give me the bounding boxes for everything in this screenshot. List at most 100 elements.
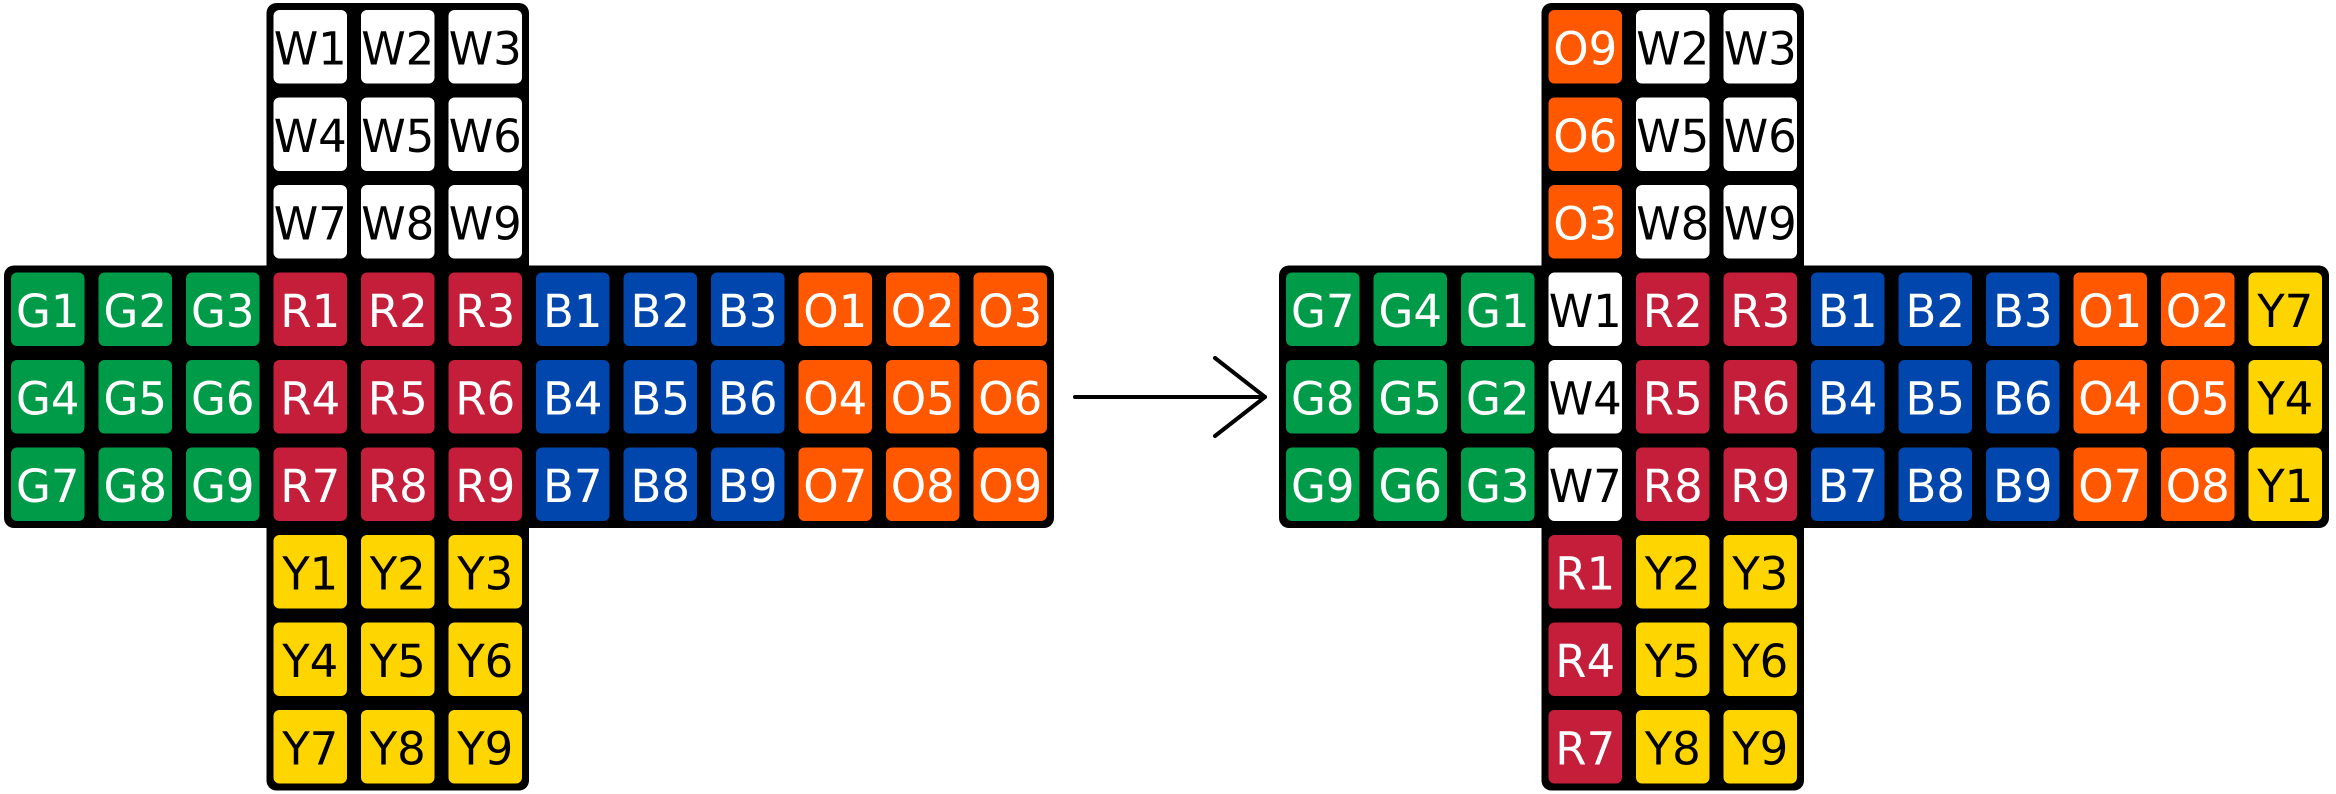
sticker <box>361 272 435 346</box>
sticker-label: W8 <box>361 197 434 250</box>
sticker-label: G8 <box>1291 372 1355 425</box>
sticker <box>1548 710 1622 784</box>
sticker-label: O2 <box>891 285 955 338</box>
sticker-label: O9 <box>978 460 1042 513</box>
sticker <box>1636 622 1710 696</box>
sticker-label: B5 <box>1905 372 1965 425</box>
sticker <box>536 447 610 521</box>
sticker-label: G6 <box>1378 460 1442 513</box>
sticker-label: W2 <box>361 22 434 75</box>
sticker <box>186 360 260 434</box>
sticker <box>798 360 872 434</box>
sticker <box>1636 185 1710 259</box>
sticker <box>1548 622 1622 696</box>
sticker <box>448 535 522 609</box>
sticker <box>448 272 522 346</box>
sticker-label: B8 <box>630 460 690 513</box>
sticker-label: G6 <box>191 372 255 425</box>
sticker-label: Y5 <box>1644 635 1701 688</box>
sticker <box>1811 272 1885 346</box>
sticker-label: R3 <box>1730 285 1790 338</box>
sticker <box>1986 272 2060 346</box>
sticker-label: B1 <box>1818 285 1878 338</box>
sticker-label: B2 <box>1905 285 1965 338</box>
sticker <box>1548 185 1622 259</box>
sticker-label: O9 <box>1553 22 1617 75</box>
sticker <box>2248 272 2322 346</box>
sticker-label: O8 <box>2166 460 2230 513</box>
sticker-label: O1 <box>803 285 867 338</box>
sticker-label: O5 <box>891 372 955 425</box>
sticker-label: O8 <box>891 460 955 513</box>
sticker-label: B3 <box>1993 285 2053 338</box>
sticker-label: R1 <box>280 285 340 338</box>
sticker-label: Y1 <box>281 547 338 600</box>
sticker-label: Y3 <box>1731 547 1788 600</box>
sticker-label: O7 <box>803 460 867 513</box>
sticker-label: Y5 <box>369 635 426 688</box>
sticker-label: R9 <box>1730 460 1790 513</box>
sticker <box>1461 360 1535 434</box>
sticker-label: W3 <box>449 22 522 75</box>
sticker <box>2161 272 2235 346</box>
sticker <box>361 360 435 434</box>
sticker <box>623 272 697 346</box>
sticker-label: B6 <box>718 372 778 425</box>
net-frame-horizontal <box>4 265 1054 528</box>
sticker-label: W5 <box>1636 110 1709 163</box>
sticker <box>186 447 260 521</box>
sticker <box>1636 447 1710 521</box>
sticker <box>273 360 347 434</box>
sticker <box>1461 447 1535 521</box>
sticker-label: O5 <box>2166 372 2230 425</box>
sticker-label: G3 <box>1466 460 1530 513</box>
sticker-label: G2 <box>103 285 167 338</box>
sticker <box>448 97 522 171</box>
sticker <box>1811 447 1885 521</box>
sticker <box>11 447 85 521</box>
sticker <box>11 360 85 434</box>
sticker <box>973 360 1047 434</box>
sticker-label: Y7 <box>281 722 338 775</box>
sticker-label: W9 <box>449 197 522 250</box>
sticker-label: R8 <box>368 460 428 513</box>
sticker <box>1636 272 1710 346</box>
sticker <box>273 535 347 609</box>
sticker <box>711 272 785 346</box>
sticker <box>886 360 960 434</box>
sticker-label: Y3 <box>456 547 513 600</box>
sticker-label: W9 <box>1724 197 1797 250</box>
sticker-label: R4 <box>280 372 340 425</box>
sticker-label: B4 <box>1818 372 1878 425</box>
sticker-label: B8 <box>1905 460 1965 513</box>
sticker-label: B4 <box>543 372 603 425</box>
transition-arrow <box>1073 356 1267 438</box>
sticker-label: Y9 <box>456 722 513 775</box>
sticker <box>1286 272 1360 346</box>
sticker <box>1373 360 1447 434</box>
sticker <box>361 535 435 609</box>
sticker <box>1548 272 1622 346</box>
sticker <box>11 272 85 346</box>
sticker-label: W6 <box>449 110 522 163</box>
sticker <box>1548 10 1622 84</box>
sticker-label: O3 <box>978 285 1042 338</box>
sticker <box>1548 360 1622 434</box>
sticker <box>273 622 347 696</box>
sticker <box>2248 360 2322 434</box>
sticker-label: O4 <box>2078 372 2142 425</box>
sticker <box>273 185 347 259</box>
sticker <box>2073 272 2147 346</box>
sticker <box>98 447 172 521</box>
sticker-label: R1 <box>1555 547 1615 600</box>
sticker-label: R6 <box>1730 372 1790 425</box>
sticker-label: G9 <box>1291 460 1355 513</box>
sticker-label: R7 <box>1555 722 1615 775</box>
sticker-label: W4 <box>1549 372 1622 425</box>
sticker <box>2073 360 2147 434</box>
sticker <box>2073 447 2147 521</box>
sticker <box>2161 447 2235 521</box>
